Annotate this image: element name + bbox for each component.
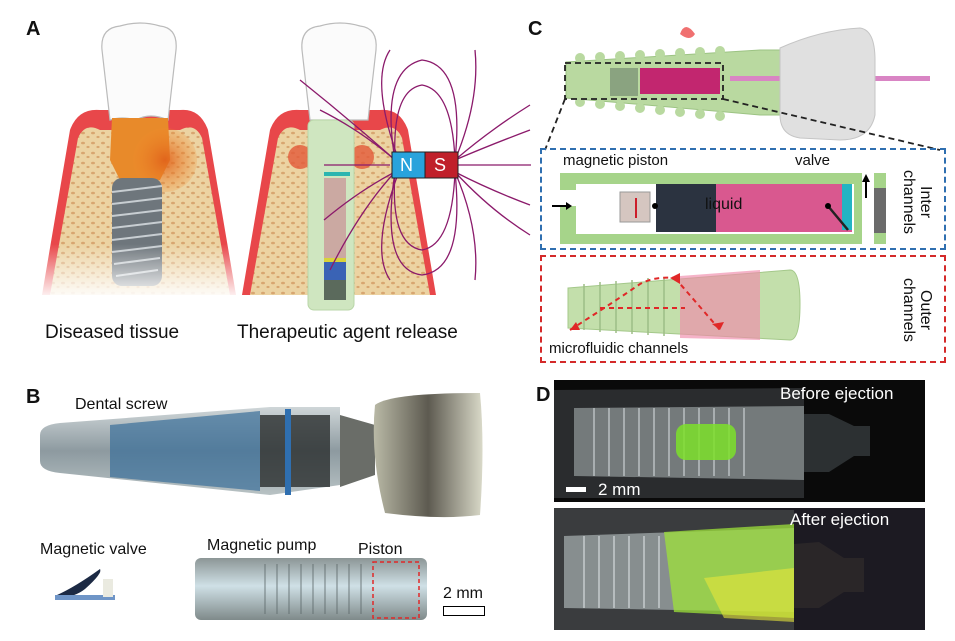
diseased-tissue-illustration: [40, 20, 240, 300]
therapeutic-release-illustration: [242, 22, 531, 311]
before-ejection-photo: [554, 380, 925, 502]
dental-screw-photo: [40, 393, 483, 518]
bar-magnet: [391, 151, 459, 179]
panel-b-letter: B: [26, 386, 41, 408]
label-piston: Piston: [358, 541, 403, 558]
scale-bar-d: [566, 487, 586, 492]
label-after-ejection: After ejection: [790, 510, 890, 529]
implant-with-pump: [307, 119, 355, 311]
magnetic-pump-photo: [195, 558, 427, 620]
implant-cross-section: [544, 27, 941, 151]
label-dental-screw: Dental screw: [75, 396, 168, 413]
label-liquid: liquid: [705, 196, 743, 213]
panel-c-letter: C: [528, 18, 543, 40]
label-outer-channels: Outer channels: [900, 277, 934, 343]
label-magnetic-valve: Magnetic valve: [40, 541, 147, 558]
magnetic-valve-photo: [55, 569, 115, 600]
caption-diseased-tissue: Diseased tissue: [45, 322, 180, 343]
scale-bar-label-d: 2 mm: [598, 480, 641, 499]
panel-d-letter: D: [536, 384, 551, 406]
inter-channels-box: [540, 148, 946, 250]
label-microfluidic-channels: microfluidic channels: [549, 340, 689, 357]
label-inter-channels: Inter channels: [900, 169, 934, 235]
scale-bar-label-b: 2 mm: [443, 585, 483, 602]
magnet-south-label: S: [434, 155, 447, 175]
outer-channels-illustration: [567, 269, 801, 341]
magnet-north-label: N: [400, 155, 413, 175]
pump-schematic: [552, 173, 886, 244]
outer-channels-box: [540, 255, 946, 363]
scale-bar-b: [443, 606, 485, 616]
magnetic-field-lines: [299, 49, 531, 281]
label-magnetic-pump: Magnetic pump: [207, 537, 317, 554]
panel-a-letter: A: [26, 18, 41, 40]
after-ejection-photo: [554, 508, 925, 630]
label-valve: valve: [795, 152, 831, 169]
label-magnetic-piston: magnetic piston: [563, 152, 669, 169]
label-before-ejection: Before ejection: [780, 384, 894, 403]
caption-therapeutic-release: Therapeutic agent release: [237, 322, 458, 343]
